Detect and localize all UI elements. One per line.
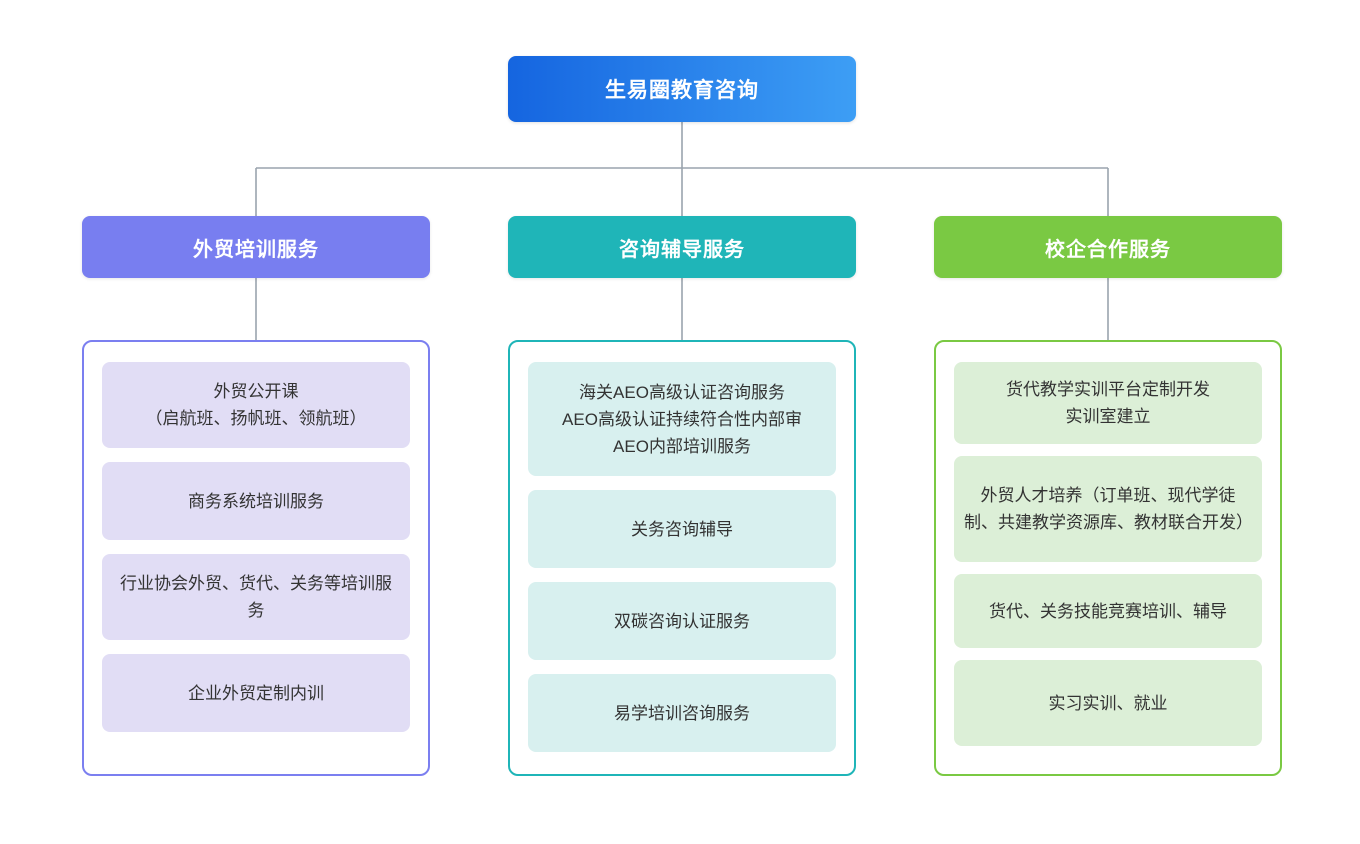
list-item[interactable]: 易学培训咨询服务: [528, 674, 836, 752]
branch-header-3[interactable]: 校企合作服务: [934, 216, 1282, 278]
branch-column-1: 外贸培训服务 外贸公开课 （启航班、扬帆班、领航班） 商务系统培训服务 行业协会…: [82, 0, 430, 844]
root-node[interactable]: 生易圈教育咨询: [508, 56, 856, 122]
list-item[interactable]: 实习实训、就业: [954, 660, 1262, 746]
branch-items-box-2: 海关AEO高级认证咨询服务 AEO高级认证持续符合性内部审 AEO内部培训服务 …: [508, 340, 856, 776]
branch-items-box-1: 外贸公开课 （启航班、扬帆班、领航班） 商务系统培训服务 行业协会外贸、货代、关…: [82, 340, 430, 776]
list-item[interactable]: 货代、关务技能竞赛培训、辅导: [954, 574, 1262, 648]
branch-header-1[interactable]: 外贸培训服务: [82, 216, 430, 278]
list-item[interactable]: 商务系统培训服务: [102, 462, 410, 540]
branch-header-label-2: 咨询辅导服务: [619, 238, 745, 261]
branch-column-2: 咨询辅导服务 海关AEO高级认证咨询服务 AEO高级认证持续符合性内部审 AEO…: [508, 0, 856, 844]
branch-header-label-1: 外贸培训服务: [193, 238, 319, 261]
branch-items-box-3: 货代教学实训平台定制开发 实训室建立 外贸人才培养（订单班、现代学徒制、共建教学…: [934, 340, 1282, 776]
list-item[interactable]: 行业协会外贸、货代、关务等培训服务: [102, 554, 410, 640]
list-item[interactable]: 外贸人才培养（订单班、现代学徒制、共建教学资源库、教材联合开发）: [954, 456, 1262, 562]
list-item[interactable]: 关务咨询辅导: [528, 490, 836, 568]
list-item[interactable]: 企业外贸定制内训: [102, 654, 410, 732]
branch-header-2[interactable]: 咨询辅导服务: [508, 216, 856, 278]
list-item[interactable]: 货代教学实训平台定制开发 实训室建立: [954, 362, 1262, 444]
list-item[interactable]: 双碳咨询认证服务: [528, 582, 836, 660]
branch-column-3: 校企合作服务 货代教学实训平台定制开发 实训室建立 外贸人才培养（订单班、现代学…: [934, 0, 1282, 844]
list-item[interactable]: 海关AEO高级认证咨询服务 AEO高级认证持续符合性内部审 AEO内部培训服务: [528, 362, 836, 476]
list-item[interactable]: 外贸公开课 （启航班、扬帆班、领航班）: [102, 362, 410, 448]
branch-header-label-3: 校企合作服务: [1045, 238, 1171, 261]
root-node-label: 生易圈教育咨询: [605, 79, 759, 102]
